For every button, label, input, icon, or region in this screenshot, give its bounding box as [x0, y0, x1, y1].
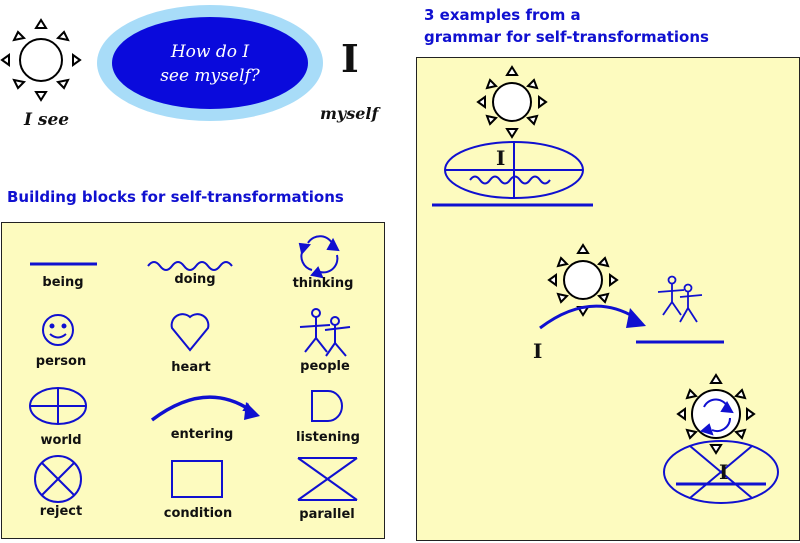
doing-icon	[147, 261, 233, 271]
block-label-entering: entering	[170, 427, 234, 442]
condition-icon	[171, 460, 223, 498]
examples-title-line2: grammar for self-transformations	[424, 28, 709, 46]
entering-icon	[150, 395, 254, 422]
big-i-label: I	[341, 36, 359, 81]
listening-icon	[311, 390, 343, 422]
sun-eye-icon	[0, 18, 82, 102]
example1-i-label: I	[496, 146, 506, 170]
example1-sun-icon	[476, 65, 548, 139]
block-label-listening: listening	[296, 430, 360, 445]
blocks-title: Building blocks for self-transformations	[7, 188, 344, 206]
block-label-people: people	[300, 359, 350, 374]
example1-world-icon	[444, 141, 584, 199]
heart-icon	[170, 313, 210, 352]
example2-sun-icon	[547, 243, 619, 317]
people-icon	[299, 308, 351, 357]
example3-i-label: I	[719, 460, 729, 484]
world-icon	[29, 387, 87, 425]
bubble-text-line2: see myself?	[160, 66, 260, 86]
block-label-heart: heart	[171, 360, 211, 375]
block-label-being: being	[42, 275, 84, 290]
example3-world-reject-icon	[663, 440, 779, 504]
block-label-person: person	[35, 354, 87, 369]
example2-i-label: I	[533, 339, 543, 363]
person-icon	[42, 314, 74, 346]
examples-title-line1: 3 examples from a	[424, 6, 581, 24]
block-label-thinking: thinking	[292, 276, 354, 291]
block-label-condition: condition	[163, 506, 233, 521]
reject-icon	[34, 455, 82, 503]
i-see-label: I see	[24, 110, 70, 130]
example2-entering-arrow	[539, 304, 637, 330]
example2-people-icon	[657, 275, 703, 323]
block-label-reject: reject	[39, 504, 83, 519]
blocks-icons	[29, 235, 358, 503]
bubble-text-line1: How do I	[170, 42, 250, 62]
example3-thinking-icon	[699, 398, 734, 436]
block-label-doing: doing	[174, 272, 216, 287]
block-label-world: world	[40, 433, 82, 448]
myself-label: myself	[320, 104, 379, 123]
parallel-icon	[297, 457, 358, 501]
block-label-parallel: parallel	[299, 507, 355, 522]
thought-bubble	[97, 5, 323, 121]
thinking-icon	[298, 235, 340, 279]
example3-sun-icon	[676, 373, 756, 455]
